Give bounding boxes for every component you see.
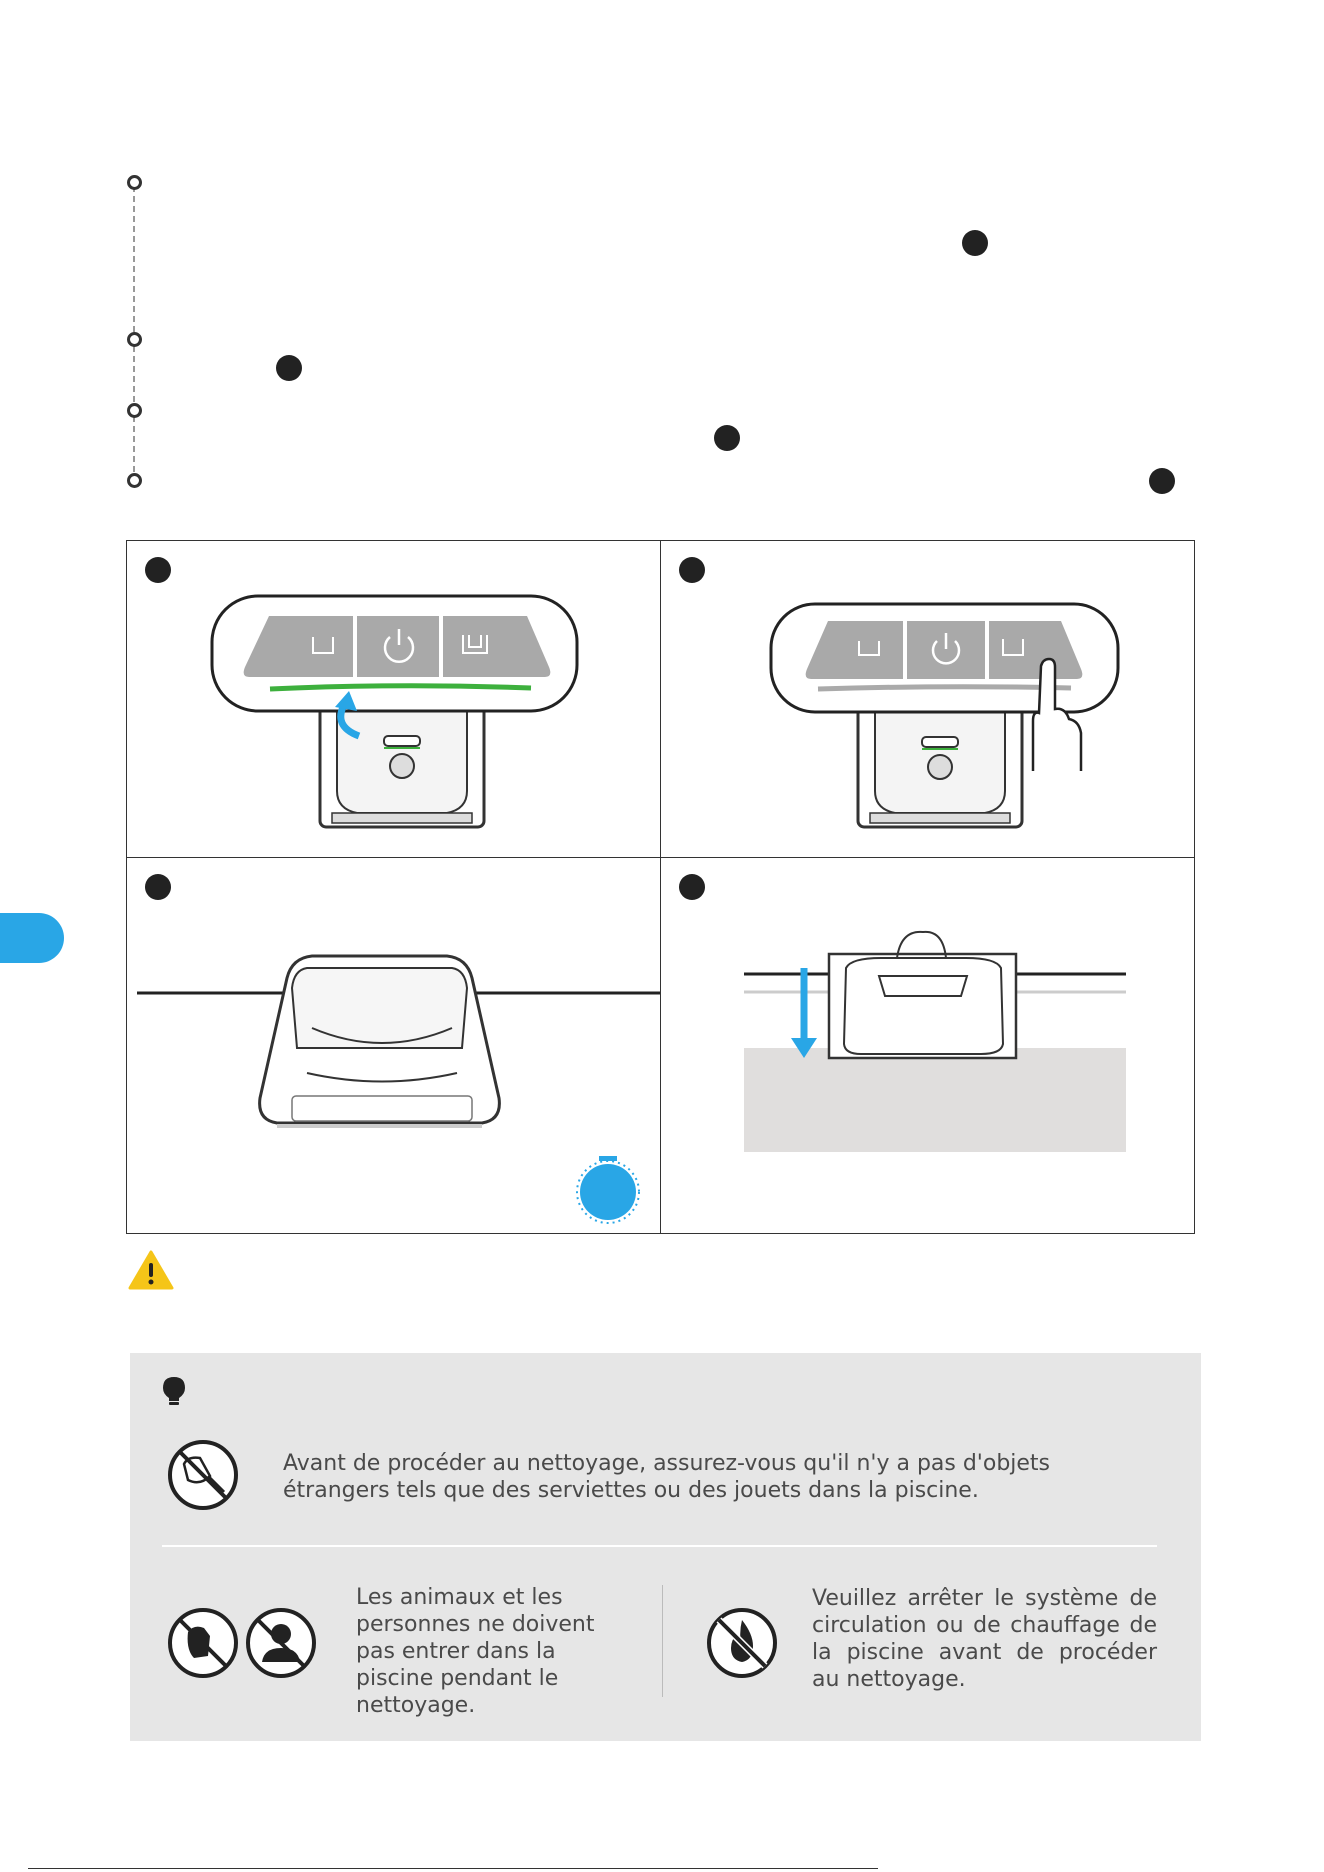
timeline-step-1-dot (127, 175, 142, 190)
illustration-panel-2 (660, 540, 1195, 858)
warning-icon (128, 1250, 174, 1290)
tip-foreign-objects-text: Avant de procéder au nettoyage, assurez-… (283, 1451, 1051, 1503)
no-heating-icon (707, 1608, 777, 1678)
step-3-ref-number (714, 425, 740, 451)
tips-divider-vertical (662, 1585, 663, 1697)
tips-divider-horizontal (162, 1545, 1157, 1547)
tip-no-people-pets-text: Les animaux et les personnes ne doivent … (356, 1585, 595, 1718)
robot-power-on-illustration (210, 594, 579, 829)
no-net-icon (168, 1440, 238, 1510)
panel-4-number (679, 874, 705, 900)
illustration-panel-1 (126, 540, 661, 858)
step-1-ref-number (962, 230, 988, 256)
timeline-step-2-dot (127, 332, 142, 347)
chapter-tab (0, 913, 64, 963)
robot-button-press-illustration (769, 602, 1120, 829)
robot-in-pool-illustration (137, 954, 660, 1224)
step-4-ref-number (1149, 468, 1175, 494)
timeline-step-4-dot (127, 473, 142, 488)
illustration-panel-3 (126, 857, 661, 1234)
footer-rule (28, 1868, 878, 1869)
panel-3-number (145, 874, 171, 900)
lightbulb-icon (163, 1377, 185, 1405)
panel-2-number (679, 557, 705, 583)
tip-heating-system-text: Veuillez arrêter le système de circulati… (812, 1586, 1157, 1692)
panel-1-number (145, 557, 171, 583)
step-2-ref-number (276, 355, 302, 381)
stopwatch-icon (580, 1164, 636, 1220)
illustration-panel-4 (660, 857, 1195, 1234)
no-people-icon (246, 1608, 316, 1678)
no-pets-icon (168, 1608, 238, 1678)
tips-box: Avant de procéder au nettoyage, assurez-… (130, 1353, 1201, 1741)
robot-lowered-into-water-illustration (744, 930, 1126, 1152)
timeline-step-3-dot (127, 403, 142, 418)
